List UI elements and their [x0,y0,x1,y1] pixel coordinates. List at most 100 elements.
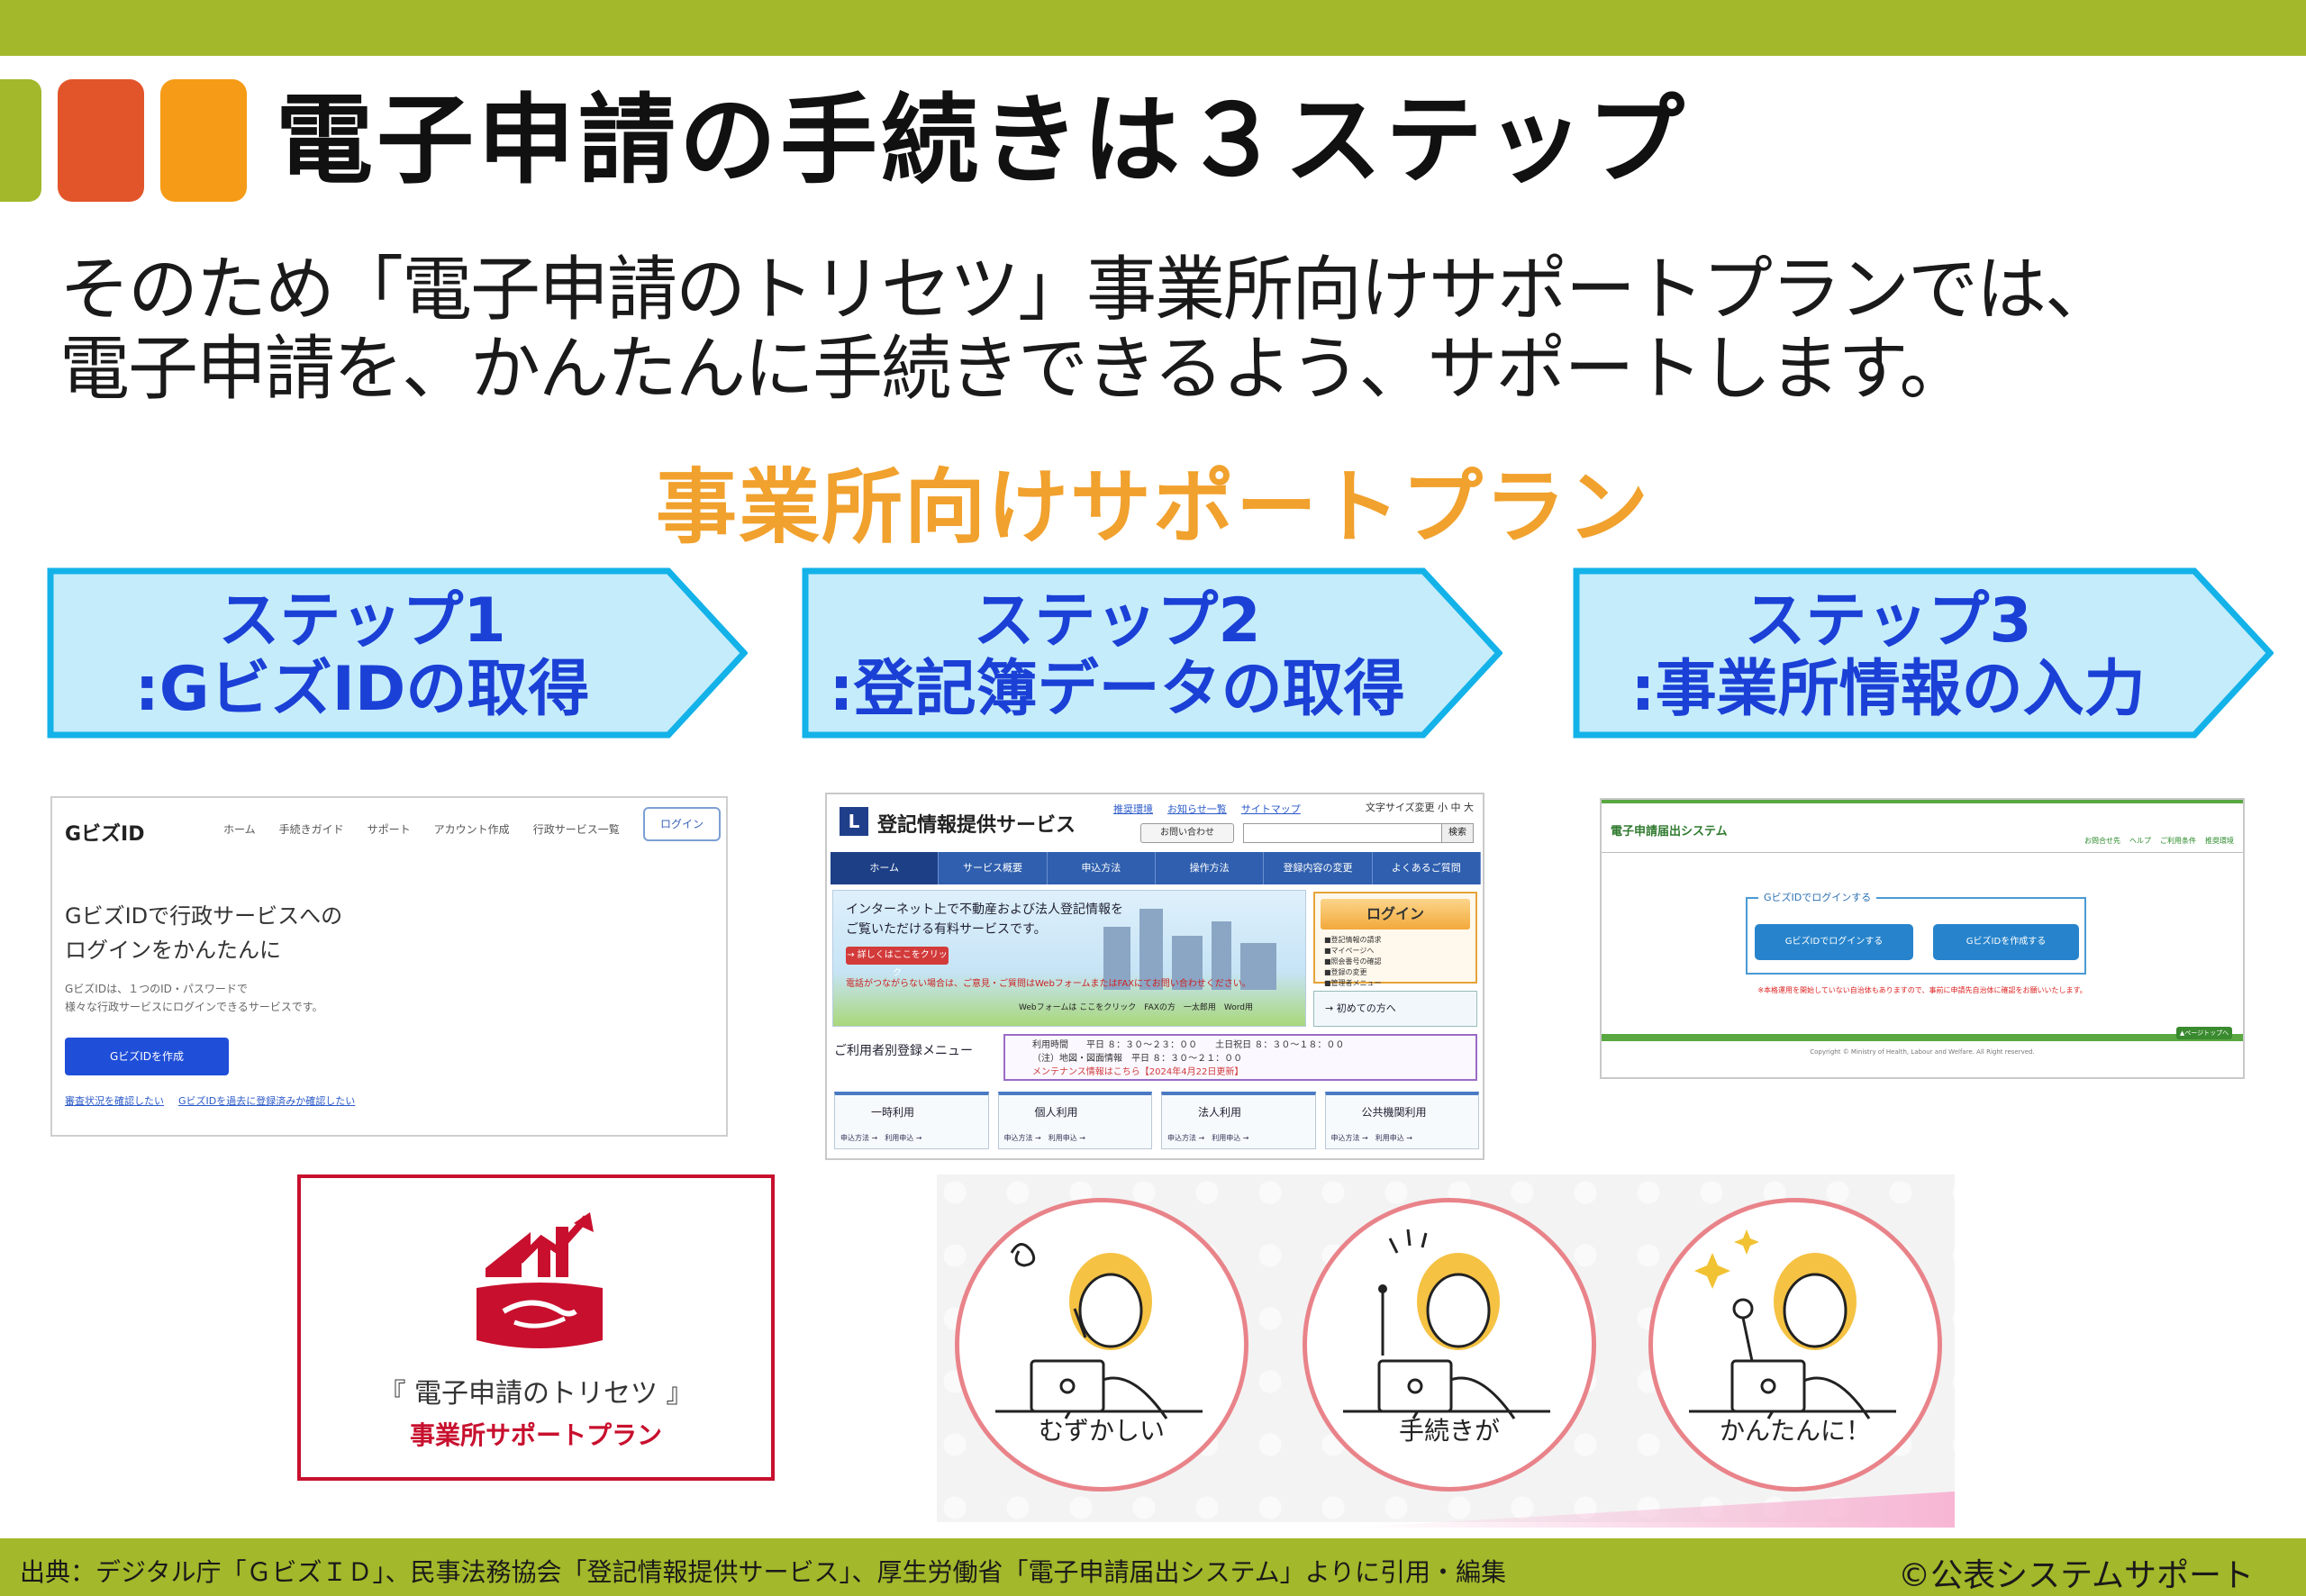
touki-category-actions[interactable]: 申込方法 → 利用申込 → [1003,1134,1086,1142]
touki-category-actions[interactable]: 申込方法 → 利用申込 → [1167,1134,1249,1142]
gbizid-description-line: GビズIDは、１つのID・パスワードで [65,983,248,995]
gbizid-nav-item[interactable]: サポート [367,823,411,836]
touki-font-size-control[interactable]: 文字サイズ変更 小 中 大 [1365,802,1474,813]
touki-category-card[interactable]: 法人利用申込方法 → 利用申込 → [1161,1092,1316,1149]
touki-login-item[interactable]: ■登録の変更 [1324,968,1367,976]
touki-category-actions[interactable]: 申込方法 → 利用申込 → [840,1134,922,1142]
top-accent-bar [0,0,2306,56]
denshi-util-link[interactable]: ご利用条件 [2160,837,2196,845]
building-shape [1139,909,1163,990]
touki-category-actions[interactable]: 申込方法 → 利用申込 → [1330,1134,1413,1142]
slide-title: 電子申請の手続きは３ステップ [276,85,1689,197]
touki-category-card[interactable]: 個人利用申込方法 → 利用申込 → [997,1092,1152,1149]
illustration-caption: むずかしい [1038,1416,1165,1446]
touki-search-button[interactable]: 検索 [1441,823,1474,843]
touki-menu-item[interactable]: 操作方法 [1156,852,1265,884]
touki-login-button[interactable]: ログイン [1321,899,1470,929]
gbizid-headline: GビズIDで行政サービスへの ログインをかんたんに [65,899,342,967]
illustration-caption: 手続きが [1398,1416,1500,1446]
denshi-login-legend: GビズIDでログインする [1758,890,1877,904]
touki-menu-item[interactable]: ホーム [831,852,940,884]
denshi-page-top-button[interactable]: ▲ページトップへ [2176,1027,2232,1039]
left-accent-block [0,79,41,202]
touki-contact-button[interactable]: お問い合わせ [1140,823,1234,843]
touki-category-label: 公共機関利用 [1361,1106,1427,1119]
gbizid-link-registered[interactable]: GビズIDを過去に登録済みか確認したい [178,1095,356,1107]
gbizid-headline-line: ログインをかんたんに [65,938,281,963]
touki-login-item[interactable]: ■マイページへ [1324,947,1375,955]
gbizid-login-button[interactable]: ログイン [643,807,721,841]
touki-search-input[interactable] [1243,823,1443,843]
intro-line-1: そのため「電子申請のトリセツ」事業所向けサポートプランでは、 [59,249,2115,331]
touki-menu-item[interactable]: 登録内容の変更 [1264,852,1373,884]
gbizid-nav-item[interactable]: 行政サービス一覧 [532,823,620,836]
illustration-circle-3: かんたんに！ [1648,1198,1942,1492]
gbizid-nav-item[interactable]: アカウント作成 [433,823,510,836]
step-3-subtitle: :事業所情報の入力 [1630,654,2146,725]
gbizid-description: GビズIDは、１つのID・パスワードで 様々な行政サービスにログインできるサービ… [65,980,323,1016]
denshi-gbiz-create-button[interactable]: GビズIDを作成する [1933,924,2079,960]
gbizid-nav-item[interactable]: ホーム [223,823,256,836]
touki-detail-button[interactable]: → 詳しくはここをクリック [846,947,949,978]
step-arrow-shape [1573,567,2274,739]
denshi-login-box: GビズIDでログインする GビズIDでログインする GビズIDを作成する [1746,890,2086,975]
touki-first-time-button[interactable]: → 初めての方へ [1313,991,1477,1027]
touki-info-line: 利用時間 平日 ８：３０～２３：００ 土日祝日 ８：３０～１８：００ [1032,1040,1345,1050]
denshi-util-link[interactable]: お問合せ先 [2084,837,2120,845]
touki-login-item[interactable]: ■管理者メニュー [1324,979,1382,987]
touki-maintenance-link[interactable]: メンテナンス情報はこちら【2024年4月22日更新】 [1032,1067,1244,1077]
title-accent-square-orange [160,79,247,202]
gbizid-nav: ホーム 手続きガイド サポート アカウント作成 行政サービス一覧 [223,821,620,837]
toriseti-logo-box: 『 電子申請のトリセツ 』 事業所サポートプラン [297,1174,775,1481]
touki-menu-item[interactable]: 申込方法 [1048,852,1156,884]
handshake-house-icon [477,1212,603,1348]
touki-util-link[interactable]: お知らせ一覧 [1167,803,1227,815]
touki-utility-links: 推奨環境 お知らせ一覧 サイトマップ [1113,802,1301,816]
touki-banner-form-links[interactable]: Webフォームは ここをクリック FAXの方 一太郎用 Word用 [1019,1003,1254,1012]
building-shape [1103,927,1130,990]
touki-category-card[interactable]: 一時利用申込方法 → 利用申込 → [834,1092,989,1149]
touki-login-item[interactable]: ■照会番号の確認 [1324,957,1382,966]
toriseti-title: 『 電子申請のトリセツ 』 [378,1378,694,1410]
gbizid-create-button[interactable]: GビズIDを作成 [65,1038,229,1075]
bottom-footer-bar [0,1538,2306,1596]
step-1-title: ステップ1 [218,585,506,657]
illustration-caption: かんたんに！ [1719,1416,1871,1446]
denshi-util-link[interactable]: 推奨環境 [2205,837,2234,845]
touki-util-link[interactable]: 推奨環境 [1113,803,1153,815]
step-2-title: ステップ2 [973,585,1261,657]
touki-logo-icon: L [840,807,868,836]
step-arrow-shape [802,567,1503,739]
touki-login-panel: ログイン ■登記情報の請求 ■マイページへ ■照会番号の確認 ■登録の変更 ■管… [1313,892,1477,987]
toriseti-subtitle: 事業所サポートプラン [409,1420,662,1450]
touki-menu-item[interactable]: よくあるご質問 [1373,852,1481,884]
building-shape [1172,936,1203,990]
touki-menu-item[interactable]: サービス概要 [939,852,1048,884]
gbizid-description-line: 様々な行政サービスにログインできるサービスです。 [65,1001,323,1013]
step-1-arrow: ステップ1 :GビズIDの取得 [47,567,748,739]
touki-login-item[interactable]: ■登記情報の請求 [1324,936,1382,944]
touki-banner-line: インターネット上で不動産および法人登記情報を [846,902,1123,917]
gbizid-logo: GビズID [65,823,145,846]
touki-category-card[interactable]: 公共機関利用申込方法 → 利用申込 → [1324,1092,1479,1149]
ok-woman-laptop-icon [1689,1229,1896,1419]
denshi-utility-links: お問合せ先 ヘルプ ご利用条件 推奨環境 [2084,836,2234,846]
gbizid-nav-item[interactable]: 手続きガイド [278,823,344,836]
copyright-text: ©公表システムサポート [1898,1557,2254,1594]
touki-util-link[interactable]: サイトマップ [1240,803,1301,815]
gbizid-link-status[interactable]: 審査状況を確認したい [65,1095,164,1107]
step-arrow-shape [47,567,748,739]
touki-category-label: 個人利用 [1034,1106,1078,1119]
touki-hours-info: 利用時間 平日 ８：３０～２３：００ 土日祝日 ８：３０～１８：００ （注）地図… [1003,1034,1477,1081]
denshi-util-link[interactable]: ヘルプ [2129,837,2151,845]
touki-menu-bar: ホーム サービス概要 申込方法 操作方法 登録内容の変更 よくあるご質問 [831,852,1481,884]
touki-banner-text: インターネット上で不動産および法人登記情報を ご覧いただける有料サービスです。 [846,900,1123,939]
touki-user-categories: 一時利用申込方法 → 利用申込 → 個人利用申込方法 → 利用申込 → 法人利用… [834,1092,1479,1149]
gbizid-screenshot: GビズID ホーム 手続きガイド サポート アカウント作成 行政サービス一覧 ロ… [50,796,728,1137]
denshi-gbiz-login-button[interactable]: GビズIDでログインする [1755,924,1913,960]
gbizid-links: 審査状況を確認したい GビズIDを過去に登録済みか確認したい [65,1093,355,1108]
denshi-system-title: 電子申請届出システム [1611,825,1728,839]
plan-heading: 事業所向けサポートプラン [656,460,1650,555]
touki-login-list: ■登記情報の請求 ■マイページへ ■照会番号の確認 ■登録の変更 ■管理者メニュ… [1324,935,1382,989]
touki-banner-line: ご覧いただける有料サービスです。 [846,922,1047,937]
